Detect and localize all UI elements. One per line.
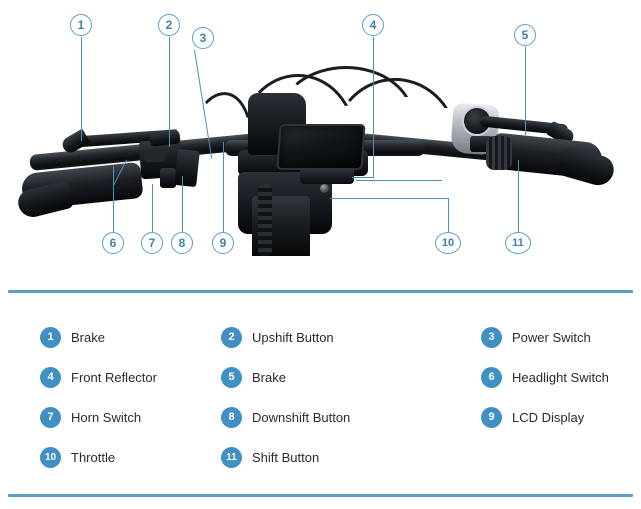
legend-badge-11: 11 [221, 446, 242, 468]
leader-line-11 [518, 160, 519, 232]
callout-circle-3: 3 [192, 27, 214, 49]
stem-bolt-right [320, 184, 329, 193]
callout-circle-10: 10 [435, 232, 461, 254]
throttle-collar [486, 136, 512, 170]
legend-item-3: 3 Power Switch [481, 326, 591, 348]
leader-line-10-vertical [448, 198, 449, 232]
callout-circle-8: 8 [171, 232, 193, 254]
legend-badge-7: 7 [40, 406, 61, 428]
callout-circle-5: 5 [514, 24, 536, 46]
leader-line-2 [169, 37, 170, 147]
callout-circle-11: 11 [505, 232, 531, 254]
divider-bottom [8, 494, 633, 497]
legend-badge-10: 10 [40, 446, 61, 468]
leader-line-5 [525, 47, 526, 135]
legend-badge-2: 2 [221, 326, 242, 348]
leader-line-8 [182, 176, 183, 232]
legend-item-4: 4 Front Reflector [40, 366, 157, 388]
legend-badge-9: 9 [481, 406, 502, 428]
legend-item-2: 2 Upshift Button [221, 326, 334, 348]
callout-circle-6: 6 [102, 232, 124, 254]
leader-line-6 [113, 166, 114, 232]
legend-badge-3: 3 [481, 326, 502, 348]
legend-label-11: Shift Button [252, 449, 320, 465]
legend-item-11: 11 Shift Button [221, 446, 319, 468]
leader-line-1 [81, 37, 82, 141]
legend-badge-8: 8 [221, 406, 242, 428]
legend-item-9: 9 LCD Display [481, 406, 584, 428]
leader-line-9 [223, 142, 224, 232]
callout-circle-2: 2 [158, 14, 180, 36]
leader-line-4-branch [352, 177, 374, 178]
legend-item-1: 1 Brake [40, 326, 105, 348]
legend-badge-5: 5 [221, 366, 242, 388]
horn-switch-part [160, 168, 176, 188]
handlebar-photo [15, 37, 618, 256]
callout-circle-4: 4 [362, 14, 384, 36]
leader-line-10-horizontal [330, 198, 448, 199]
legend-label-4: Front Reflector [71, 369, 157, 385]
legend-badge-1: 1 [40, 326, 61, 348]
legend-label-7: Horn Switch [71, 409, 142, 425]
legend-label-5: Brake [252, 369, 286, 385]
legend-item-10: 10 Throttle [40, 446, 115, 468]
legend-label-3: Power Switch [512, 329, 591, 345]
legend-label-10: Throttle [71, 449, 116, 465]
divider-top [8, 290, 633, 293]
leader-line-7 [152, 184, 153, 232]
legend-item-5: 5 Brake [221, 366, 286, 388]
legend-item-8: 8 Downshift Button [221, 406, 350, 428]
legend-badge-6: 6 [481, 366, 502, 388]
brake-cable-center [240, 74, 356, 138]
callout-circle-9: 9 [212, 232, 234, 254]
cable-loop-upper [278, 66, 414, 118]
right-grip-end [556, 145, 618, 189]
legend-item-6: 6 Headlight Switch [481, 366, 609, 388]
callout-circle-1: 1 [70, 14, 92, 36]
downshift-button-part [174, 148, 200, 188]
legend-badge-4: 4 [40, 366, 61, 388]
legend-label-2: Upshift Button [252, 329, 334, 345]
legend-label-9: LCD Display [512, 409, 585, 425]
leader-line-10-branch [356, 180, 442, 181]
legend-label-1: Brake [71, 329, 105, 345]
legend-label-8: Downshift Button [252, 409, 351, 425]
legend-item-7: 7 Horn Switch [40, 406, 141, 428]
lcd-display [276, 124, 366, 170]
headlight-switch-part [144, 152, 166, 162]
legend-label-6: Headlight Switch [512, 369, 609, 385]
suspension-boot [258, 184, 272, 256]
callout-circle-7: 7 [141, 232, 163, 254]
leader-line-4 [373, 37, 374, 177]
